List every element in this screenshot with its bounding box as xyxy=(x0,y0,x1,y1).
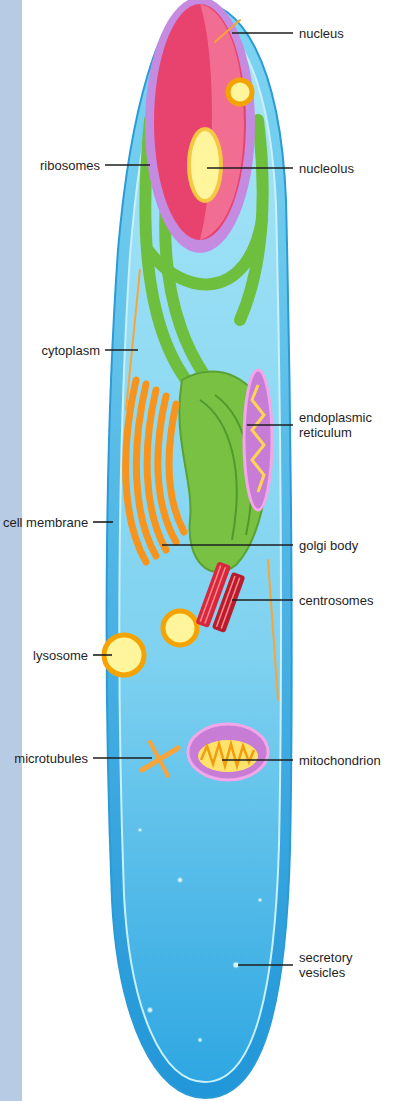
secretory-vesicles xyxy=(138,828,262,1042)
part-label: nucleolus xyxy=(299,161,401,176)
leader-lines xyxy=(93,33,293,965)
part-label: golgi body xyxy=(299,538,401,553)
golgi-body xyxy=(126,380,184,562)
mitochondrion-matrix xyxy=(198,740,258,772)
part-label: mitochondrion xyxy=(299,753,401,768)
part-label: secretory vesicles xyxy=(299,950,401,980)
part-label: endoplasmic reticulum xyxy=(299,410,401,440)
lysosome xyxy=(104,80,252,675)
mitochondrion xyxy=(188,724,268,780)
cytoplasm xyxy=(119,14,281,1082)
part-label: lysosome xyxy=(33,648,88,663)
cristae xyxy=(201,744,254,766)
part-label: cell membrane xyxy=(3,515,88,530)
centrosomes xyxy=(195,561,247,634)
nuclear-envelope xyxy=(145,0,255,253)
side-strip xyxy=(0,0,22,1101)
nucleus-shade xyxy=(200,4,244,240)
part-label: cytoplasm xyxy=(41,343,100,358)
microtubules xyxy=(126,20,278,776)
part-label: centrosomes xyxy=(299,593,401,608)
cell-membrane xyxy=(107,2,292,1098)
mitochondrion xyxy=(244,370,272,510)
nucleolus xyxy=(189,129,221,201)
part-label: ribosomes xyxy=(40,158,100,173)
nucleus xyxy=(154,4,246,240)
part-label: microtubules xyxy=(14,751,88,766)
part-label: nucleus xyxy=(299,26,401,41)
cristae xyxy=(252,385,264,492)
